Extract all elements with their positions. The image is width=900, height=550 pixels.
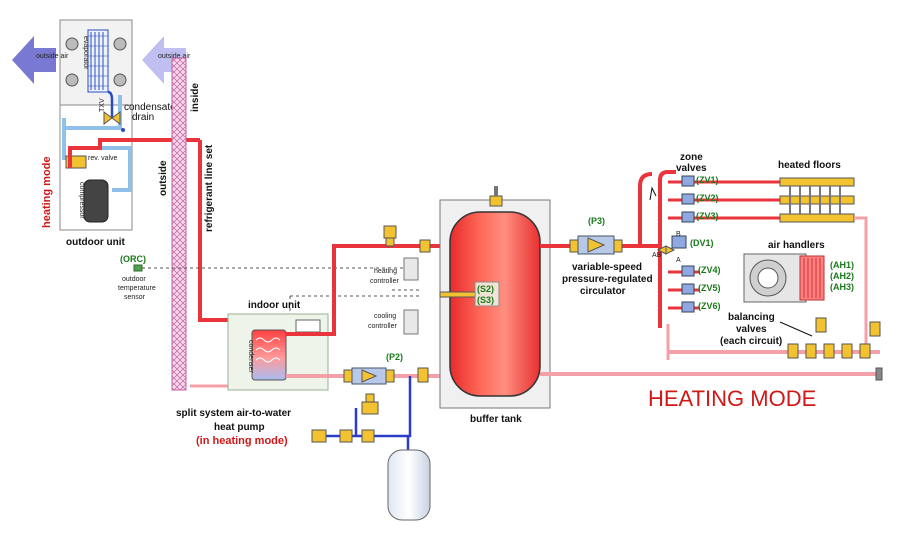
leader-line (779, 321, 813, 337)
port-ab-label: AB (652, 252, 662, 259)
zone-valve-zv4 (681, 265, 695, 277)
outside-air-right-label: outside air (158, 53, 191, 60)
condensate-drain-label-1: condensate (124, 102, 176, 113)
port-b-label: B (676, 231, 681, 238)
balancing-label-1: balancing (728, 312, 775, 323)
outdoor-unit-label: outdoor unit (66, 237, 126, 248)
heating-controller-label-2: controller (370, 278, 399, 285)
flow-arrow-icon (649, 186, 657, 201)
zv1-label: (ZV1) (696, 175, 719, 185)
txv-valve (103, 111, 121, 125)
drip-icon (121, 128, 125, 132)
zone-valve-zv3 (681, 211, 695, 223)
circulator-label-1: variable-speed (572, 262, 642, 273)
outside-air-left-label: outside air (36, 53, 69, 60)
p3-label: (P3) (588, 216, 605, 226)
condenser-label: condenser (247, 340, 254, 373)
split-system-label-3: (in heating mode) (196, 435, 288, 447)
split-system-label-2: heat pump (214, 422, 265, 433)
indoor-unit-label: indoor unit (248, 300, 301, 311)
outdoor-temp-sensor-label-2: temperature (118, 285, 156, 292)
floor-manifold (779, 177, 855, 223)
outside-label: outside (158, 160, 169, 196)
exterior-wall (171, 57, 187, 391)
fan-icon (65, 37, 127, 87)
outdoor-temp-sensor-icon (133, 264, 143, 272)
ah1-label: (AH1) (830, 260, 854, 270)
heating-mode-title: HEATING MODE (648, 386, 816, 411)
s3-label: (S3) (477, 295, 494, 305)
air-handler-unit (743, 253, 825, 303)
dv1-label: (DV1) (690, 238, 714, 248)
heating-controller-label-1: heating (374, 268, 397, 275)
outdoor-temp-sensor-label-3: sensor (124, 294, 146, 301)
port-a-label: A (676, 257, 681, 264)
zv4-label: (ZV4) (698, 265, 721, 275)
outside-air-left-arrow: outside air (12, 36, 69, 84)
balancing-label-3: (each circuit) (720, 336, 782, 347)
zv5-label: (ZV5) (698, 283, 721, 293)
cooling-controller-label-2: controller (368, 323, 397, 330)
cooling-controller (403, 309, 419, 335)
circulator-label-3: circulator (580, 286, 626, 297)
buffer-tank-label: buffer tank (470, 414, 522, 425)
sensor-well (439, 291, 477, 298)
orc-label: (ORC) (120, 254, 146, 264)
balancing-valves (787, 317, 881, 359)
rev-valve-label: rev. valve (88, 155, 118, 162)
s2-label: (S2) (477, 284, 494, 294)
condenser (251, 329, 287, 381)
return-fitting (417, 367, 429, 383)
compressor (83, 179, 109, 223)
zone-valves-label-1: zone (680, 152, 703, 163)
split-system-label-1: split system air-to-water (176, 408, 291, 419)
indoor-unit-display (295, 319, 321, 333)
txv-label: TXV (99, 98, 106, 112)
heating-controller (403, 257, 419, 281)
zone-valve-zv6 (681, 301, 695, 313)
circulator-p3 (569, 235, 623, 255)
diverter-valve-dv1 (656, 235, 687, 255)
compressor-label: compressor (78, 182, 85, 219)
ah2-label: (AH2) (830, 271, 854, 281)
expansion-tank (387, 449, 431, 521)
zv6-label: (ZV6) (698, 301, 721, 311)
air-vent (489, 186, 503, 207)
pressure-reducing-valve (361, 393, 379, 415)
circulator-label-2: pressure-regulated (562, 274, 653, 285)
relief-valve (383, 225, 397, 247)
zv3-label: (ZV3) (696, 211, 719, 221)
zone-valve-zv2 (681, 193, 695, 205)
zone-valve-zv5 (681, 283, 695, 295)
zv2-label: (ZV2) (696, 193, 719, 203)
condensate-drain-label-2: drain (132, 112, 154, 123)
refrigerant-line-set-label: refrigerant line set (204, 144, 215, 232)
ah3-label: (AH3) (830, 282, 854, 292)
inside-label: inside (190, 83, 201, 112)
zone-valve-zv1 (681, 175, 695, 187)
heating-mode-vertical-label: heating mode (41, 156, 53, 228)
air-handlers-label: air handlers (768, 240, 825, 251)
outdoor-unit: evaporator TXV condensate drain rev. val… (59, 19, 200, 231)
p2-label: (P2) (386, 352, 403, 362)
evaporator-label: evaporator (82, 36, 89, 70)
outdoor-temp-sensor-label-1: outdoor (122, 276, 146, 283)
cooling-controller-label-1: cooling (374, 313, 396, 320)
makeup-valves (311, 429, 375, 443)
balancing-label-2: valves (736, 324, 767, 335)
supply-fitting (419, 239, 431, 253)
heated-floors-label: heated floors (778, 160, 841, 171)
zone-valves-label-2: valves (676, 163, 707, 174)
circulator-p2 (343, 367, 395, 385)
evaporator-coil (87, 29, 109, 93)
